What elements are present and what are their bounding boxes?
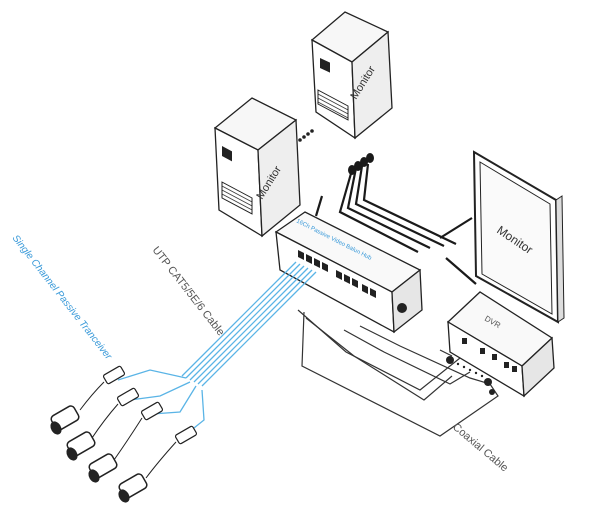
dvr: DVR bbox=[446, 291, 555, 398]
coaxial-connectors bbox=[446, 356, 495, 395]
camera-4 bbox=[118, 473, 148, 503]
monitor-tower-top: Monitor bbox=[310, 11, 393, 140]
continuation-dots bbox=[298, 129, 314, 142]
monitor-tower-left: Monitor bbox=[213, 97, 301, 238]
camera-2 bbox=[66, 431, 96, 461]
coaxial-cable-label: Coaxial Cable bbox=[450, 421, 510, 474]
flat-monitor: Monitor bbox=[472, 150, 565, 324]
transceivers bbox=[117, 369, 205, 437]
transceiver-label: Single Channel Passive Tranceiver bbox=[10, 233, 114, 362]
transceiver-units bbox=[102, 365, 198, 445]
monitor-cables bbox=[314, 163, 477, 285]
utp-cable-label: UTP CAT5/5E/6 Cable bbox=[150, 244, 227, 338]
hub-ports bbox=[298, 250, 407, 313]
coax-dotted-link bbox=[456, 362, 484, 378]
utp-cable-bundle bbox=[181, 261, 317, 387]
camera-1 bbox=[50, 405, 80, 435]
camera-leads bbox=[79, 381, 177, 479]
camera-3 bbox=[88, 453, 118, 483]
monitor-cable-connectors bbox=[348, 153, 374, 175]
cameras bbox=[50, 405, 148, 503]
